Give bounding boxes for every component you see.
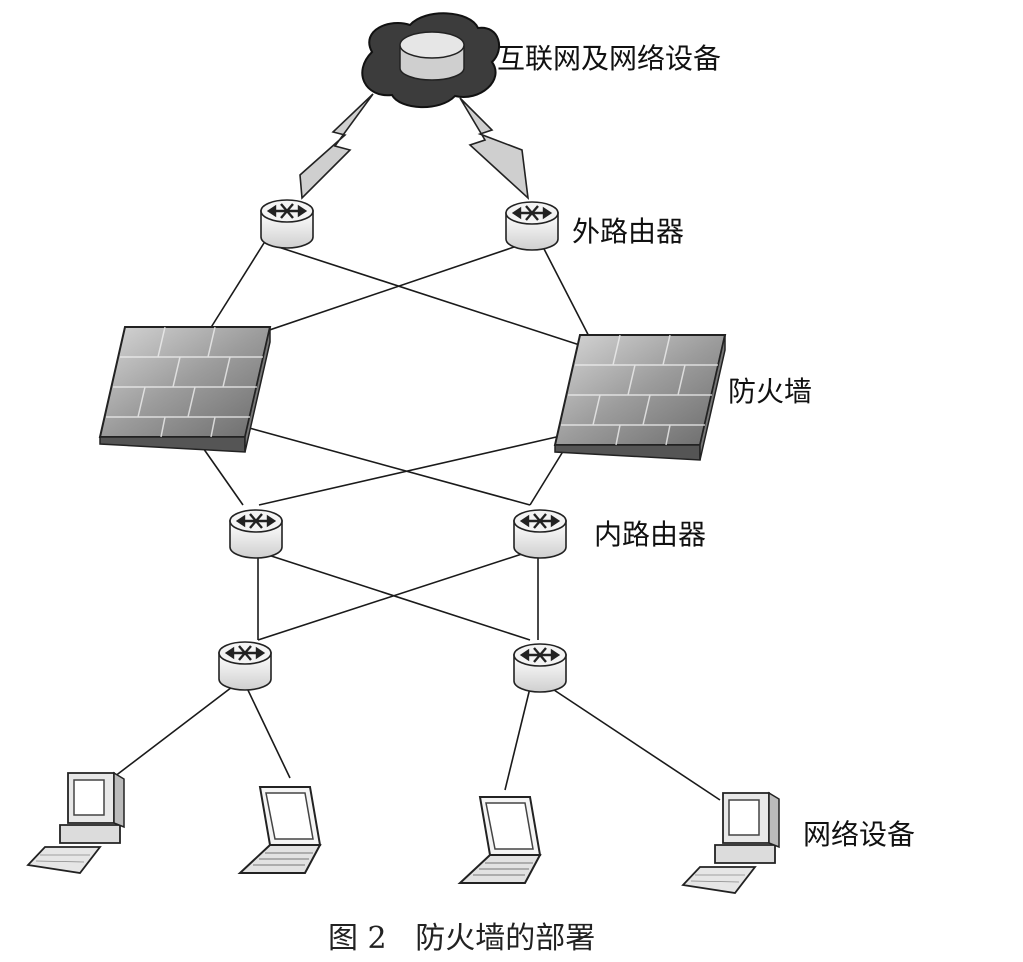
- desktop-computer-left-icon: [27, 772, 125, 874]
- connection-lines: [109, 242, 721, 801]
- desktop-computer-right-icon: [682, 792, 780, 894]
- access-router-left-icon: [217, 640, 273, 692]
- outer-router-right-icon: [504, 200, 560, 252]
- figure-caption: 图 2 防火墙的部署: [328, 921, 596, 956]
- label-network-device: 网络设备: [803, 818, 916, 851]
- access-router-right-icon: [512, 642, 568, 694]
- firewall-right-icon: [554, 334, 726, 461]
- label-internet: 互联网及网络设备: [497, 42, 722, 75]
- wireless-link-right-icon: [459, 97, 530, 201]
- inner-router-right-icon: [512, 508, 568, 560]
- outer-router-left-icon: [259, 198, 315, 250]
- inner-router-left-icon: [228, 508, 284, 560]
- firewall-left-icon: [99, 326, 271, 453]
- internet-cloud-icon: [361, 12, 501, 109]
- wireless-link-left-icon: [299, 93, 374, 200]
- label-inner-router: 内路由器: [594, 518, 707, 551]
- laptop-right-icon: [459, 796, 541, 884]
- label-firewall: 防火墙: [728, 375, 813, 408]
- laptop-left-icon: [239, 786, 321, 874]
- label-outer-router: 外路由器: [572, 215, 685, 248]
